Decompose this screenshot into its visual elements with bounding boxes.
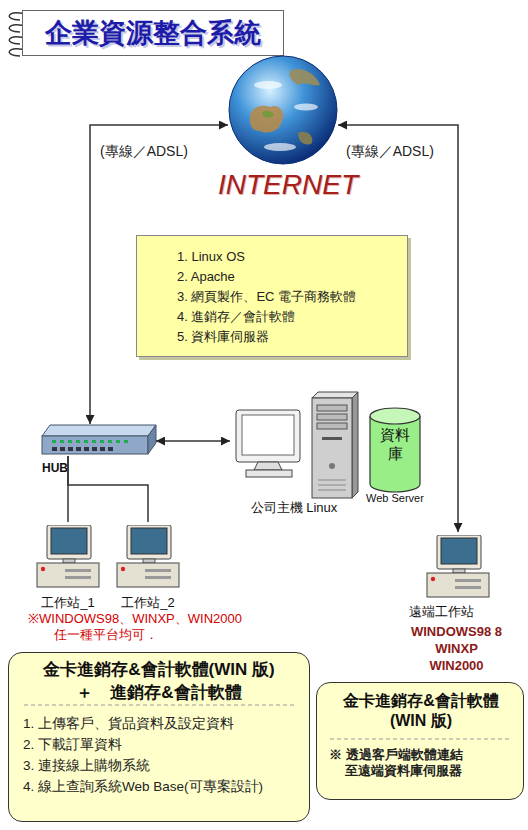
connector-line — [68, 456, 148, 522]
globe-landmass — [262, 111, 274, 118]
hub-device-icon — [76, 440, 80, 443]
hub-device-icon — [76, 447, 81, 451]
workstation-icon — [37, 525, 99, 587]
list-item: 2. 下載訂單資料 — [23, 737, 308, 754]
panel-heading: ＋ 進銷存&會計軟體 — [9, 682, 309, 703]
panel-heading: 金卡進銷存&會計軟體 (WIN 版) — [325, 691, 517, 731]
server-tower-icon — [318, 480, 346, 490]
hub-device-icon — [108, 447, 113, 451]
edge-label: (專線／ADSL) — [100, 143, 188, 161]
internet-label: INTERNET — [218, 167, 348, 202]
device-label: 工作站_2 — [108, 595, 188, 611]
globe-outline — [229, 56, 337, 164]
software-list-box: 1. Linux OS 2. Apache 3. 網頁製作、EC 電子商務軟體 4. … — [136, 235, 408, 357]
workstation-icon — [427, 535, 489, 597]
host-monitor-icon — [246, 470, 292, 477]
cylinder-top — [370, 408, 420, 424]
server-tower-icon — [312, 392, 358, 398]
globe-cloud — [254, 81, 282, 89]
globe-landmass — [298, 132, 312, 145]
device-label: HUB — [42, 461, 102, 476]
hub-device-icon — [60, 440, 64, 443]
hub-device-icon — [116, 440, 120, 443]
list-item: 3. 網頁製作、EC 電子商務軟體 — [177, 289, 402, 305]
device-label: 工作站_1 — [28, 595, 108, 611]
hub-device-icon — [52, 440, 128, 443]
host-monitor-icon — [236, 410, 300, 462]
internet-globe: INTERNET — [228, 55, 338, 200]
server-tower-icon — [329, 463, 335, 469]
hub-device-icon — [52, 440, 56, 443]
hub-device-icon — [52, 447, 113, 451]
hub-device-icon — [92, 447, 97, 451]
hub-device-icon — [84, 447, 89, 451]
panel-note: ※ 透過客戶端軟體連結至遠端資料庫伺服器 — [329, 747, 474, 780]
edge-label: (專線／ADSL) — [346, 143, 434, 161]
platform-note: ※WINDOWS98、WINXP、WIN2000 任一種平台均可． — [28, 611, 298, 644]
list-item: 1. Linux OS — [177, 249, 402, 265]
list-item: 2. Apache — [177, 269, 402, 285]
device-label: 遠端工作站 — [409, 604, 501, 620]
cylinder-body — [370, 416, 420, 492]
list-item: 1. 上傳客戶、貨品資料及設定資料 — [23, 716, 308, 733]
globe-cloud — [294, 104, 318, 111]
hub-device-icon — [108, 440, 112, 443]
remote-panel: 金卡進銷存&會計軟體 (WIN 版) ※ 透過客戶端軟體連結至遠端資料庫伺服器 — [316, 682, 524, 800]
hub-device-icon — [42, 425, 156, 454]
host-monitor-icon — [254, 462, 282, 470]
host-monitor-icon — [236, 410, 300, 477]
hub-device-icon — [148, 425, 156, 454]
remote-workstation: 遠端工作站WINDOWS98 8 WINXP WIN2000 — [405, 532, 505, 667]
list-item: 3. 連接線上購物系統 — [23, 758, 308, 775]
company-host: 公司主機 Linux — [230, 396, 358, 518]
os-list: WINDOWS98 8 WINXP WIN2000 — [409, 623, 504, 674]
device-label: 公司主機 Linux — [230, 500, 358, 516]
server-tower-icon — [317, 423, 347, 429]
database-label: 資料庫 — [378, 426, 412, 464]
diagram-title: 企業資源整合系統 — [22, 10, 284, 56]
server-label: Web Server — [366, 492, 446, 506]
server-tower-icon — [352, 392, 358, 498]
server-tower-icon — [322, 437, 342, 440]
feature-panel: 金卡進銷存&會計軟體(WIN 版)＋ 進銷存&會計軟體 1. 上傳客戶、貨品資料及… — [8, 652, 310, 822]
hub-device-icon — [100, 440, 104, 443]
hub-device-icon — [68, 440, 72, 443]
hub-device-icon — [42, 436, 148, 454]
hub-device-icon — [68, 447, 73, 451]
hub-device-icon — [124, 440, 128, 443]
list-item: 4. 進銷存／會計軟體 — [177, 309, 402, 325]
hub-device-icon — [60, 447, 65, 451]
server-tower-icon — [317, 414, 347, 420]
workstation: 工作站_1 — [32, 522, 104, 614]
workstation-icon — [117, 525, 179, 587]
globe-cloud — [264, 143, 296, 151]
workstation: 工作站_2 — [112, 522, 184, 614]
database-cylinder: 資料庫 Web Server — [366, 406, 446, 510]
hub-device-icon — [84, 440, 88, 443]
globe-landmass — [289, 69, 320, 85]
connector-line — [156, 440, 230, 442]
hub-device: HUB — [40, 424, 156, 456]
hub-device-icon — [42, 425, 156, 436]
host-monitor-icon — [242, 415, 294, 455]
hub-device-icon — [52, 447, 57, 451]
hub-device-icon — [92, 440, 96, 443]
server-tower-icon — [317, 405, 347, 411]
globe-landmass — [250, 106, 283, 133]
hub-device-icon — [100, 447, 105, 451]
list-item: 5. 資料庫伺服器 — [177, 329, 402, 345]
list-item: 4. 線上查詢系統Web Base(可專案設計) — [23, 779, 308, 796]
panel-heading: 金卡進銷存&會計軟體(WIN 版) — [9, 659, 309, 680]
server-tower-icon — [312, 392, 358, 498]
server-tower-icon — [312, 398, 352, 498]
